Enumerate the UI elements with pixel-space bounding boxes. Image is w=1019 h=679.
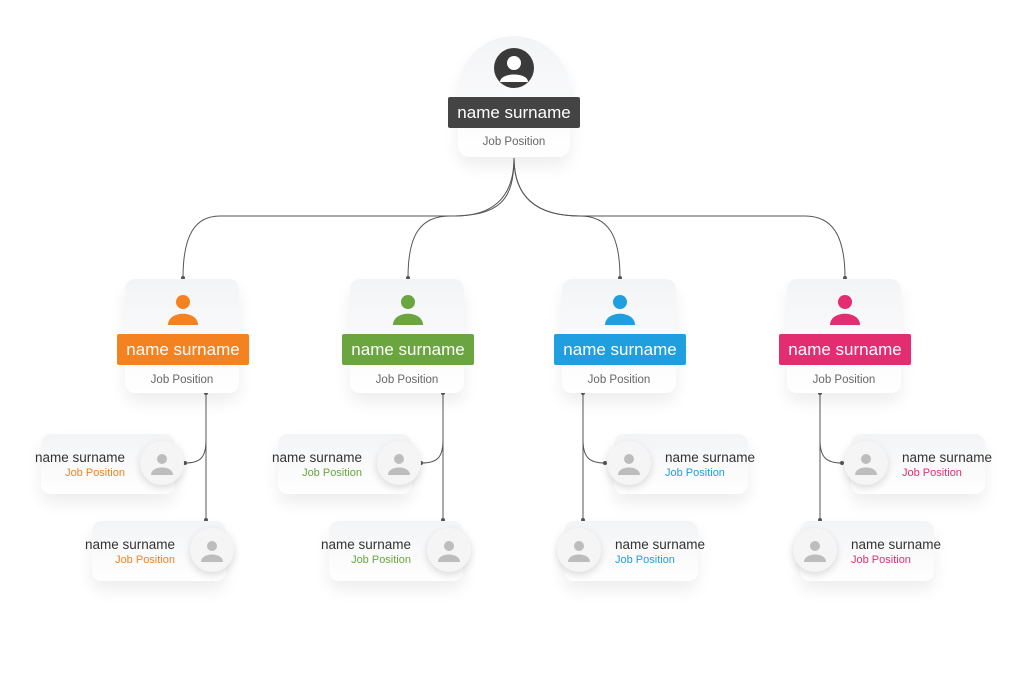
manager-name-label: name surname [342, 334, 474, 365]
user-icon [829, 293, 861, 325]
user-icon [167, 293, 199, 325]
user-icon [190, 528, 234, 572]
user-icon [607, 441, 651, 485]
member-name: name surname [665, 450, 756, 465]
member-name: name surname [84, 537, 175, 552]
member-position: Job Position [115, 554, 175, 566]
member-position: Job Position [665, 467, 725, 479]
member-name: name surname [851, 537, 942, 552]
member-name: name surname [902, 450, 993, 465]
user-icon [604, 293, 636, 325]
user-icon [844, 441, 888, 485]
manager-position: Job Position [150, 374, 214, 386]
member-position: Job Position [65, 467, 125, 479]
member-position: Job Position [902, 467, 962, 479]
member-name: name surname [34, 450, 125, 465]
manager-position: Job Position [375, 374, 439, 386]
member-name: name surname [615, 537, 706, 552]
user-icon [377, 441, 421, 485]
user-icon [793, 528, 837, 572]
user-icon [557, 528, 601, 572]
member-name: name surname [271, 450, 362, 465]
user-icon [494, 48, 534, 88]
member-position: Job Position [351, 554, 411, 566]
manager-name-label: name surname [554, 334, 686, 365]
member-position: Job Position [615, 554, 675, 566]
user-icon [427, 528, 471, 572]
member-name: name surname [320, 537, 411, 552]
manager-position: Job Position [812, 374, 876, 386]
user-icon [392, 293, 424, 325]
manager-position: Job Position [587, 374, 651, 386]
manager-name-label: name surname [117, 334, 249, 365]
user-icon [140, 441, 184, 485]
member-position: Job Position [851, 554, 911, 566]
root-name-label: name surname [448, 97, 580, 128]
manager-name-label: name surname [779, 334, 911, 365]
member-position: Job Position [302, 467, 362, 479]
root-position: Job Position [482, 136, 546, 148]
